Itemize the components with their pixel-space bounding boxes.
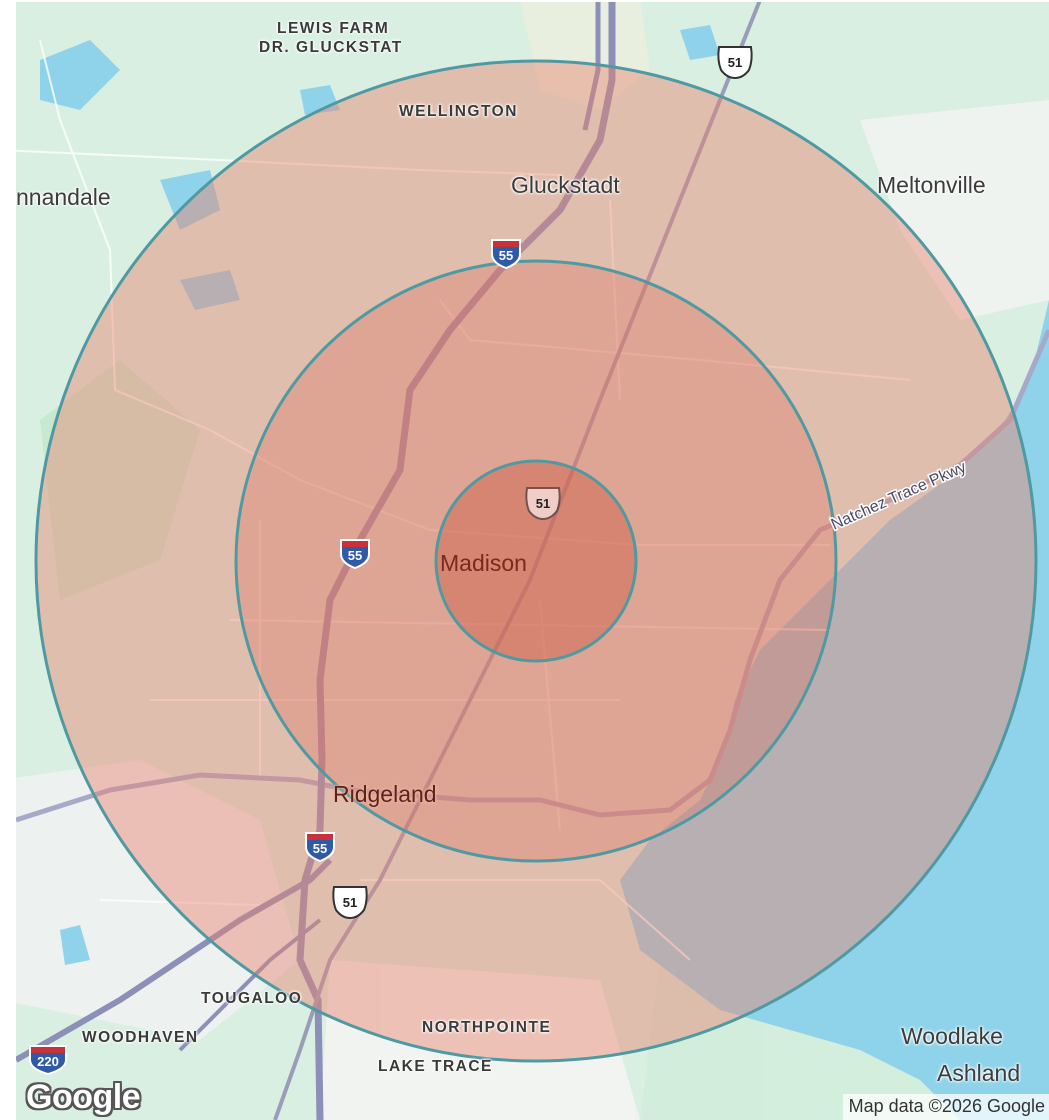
interstate-55-southbound (582, 0, 601, 131)
place-madison: Madison (440, 550, 527, 576)
interstate-220-shield: 220 (29, 1045, 67, 1075)
place-woodhaven: WOODHAVEN (82, 1029, 199, 1046)
svg-text:55: 55 (348, 548, 362, 563)
interstate-55-shield-north: 55 (491, 239, 521, 269)
place-gluckstadt: Gluckstadt (511, 172, 620, 198)
svg-text:55: 55 (499, 248, 513, 263)
interstate-55-shield-mid: 55 (340, 539, 370, 569)
place-annandale: nnandale (16, 184, 111, 210)
place-ashland: Ashland (937, 1060, 1021, 1086)
us-51-shield-north: 51 (717, 46, 753, 80)
place-wellington: WELLINGTON (399, 103, 518, 120)
natchez-trace-parkway[interactable] (15, 329, 1049, 823)
svg-text:220: 220 (37, 1054, 59, 1069)
svg-text:55: 55 (313, 841, 327, 856)
place-northpointe: NORTHPOINTE (422, 1019, 552, 1036)
radius-rings[interactable] (34, 59, 1038, 1063)
reservoir-water (620, 300, 1049, 1120)
top-margin (0, 0, 1049, 2)
google-logo: Google (26, 1078, 141, 1116)
place-woodlake: Woodlake (901, 1023, 1003, 1049)
svg-text:51: 51 (343, 895, 357, 910)
svg-text:51: 51 (536, 496, 550, 511)
place-meltonville: Meltonville (877, 172, 986, 198)
radius-middle[interactable] (234, 259, 838, 863)
place-lake-trace: LAKE TRACE (378, 1058, 493, 1075)
us-51-shield-south: 51 (332, 886, 368, 920)
left-margin (0, 0, 16, 1120)
interstate-220[interactable] (14, 857, 333, 1063)
map-attribution[interactable]: Map data ©2026 Google (842, 1094, 1049, 1120)
us-51-shield-center: 51 (525, 487, 561, 521)
place-dr-gluckstat: DR. GLUCKSTAT (259, 39, 403, 56)
radius-inner[interactable] (434, 459, 638, 663)
radius-outer[interactable] (34, 59, 1038, 1063)
interstate-55-shield-south: 55 (305, 832, 335, 862)
place-tougaloo: TOUGALOO (201, 990, 303, 1007)
place-ridgeland: Ridgeland (333, 781, 437, 807)
place-lewis-farm: LEWIS FARM (277, 20, 390, 37)
us-highway-51[interactable] (273, 0, 762, 1120)
svg-text:51: 51 (728, 55, 742, 70)
